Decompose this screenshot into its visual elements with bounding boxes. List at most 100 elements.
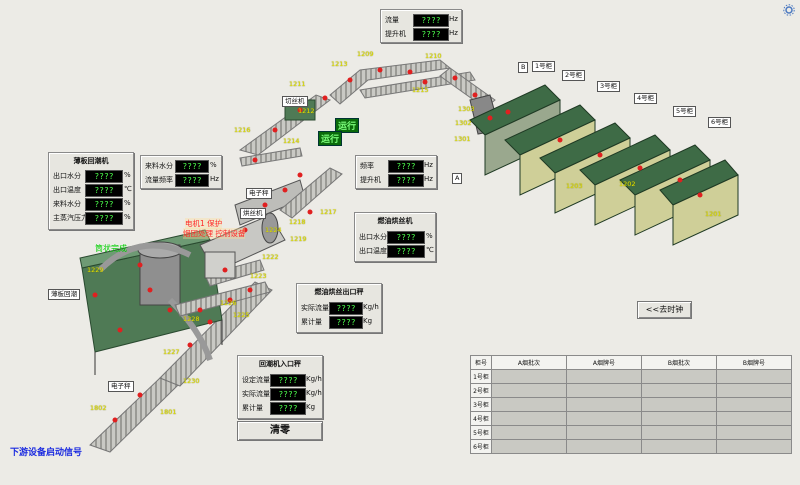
device-number: 1217 (320, 208, 337, 216)
weigher-label-2[interactable]: 电子秤 (108, 381, 134, 392)
device-number: 1219 (290, 235, 307, 243)
dryer-out-row-unit: Kg/h (363, 303, 379, 311)
silo-label-6[interactable]: 6号柜 (708, 117, 732, 128)
bottom-message: 下游设备启动信号 (10, 448, 83, 458)
silo-group (469, 84, 739, 246)
entry-row-label: 设定流量 (242, 376, 270, 384)
device-number: 1209 (357, 50, 374, 58)
table-cell (715, 425, 793, 440)
device-number: 1801 (160, 408, 177, 416)
table-row: 2号柜 (470, 383, 793, 398)
device-number: 1215 (412, 86, 429, 94)
fault-text-1: 电机1 保护 (185, 218, 223, 229)
clear-button[interactable]: 清零 (237, 421, 323, 441)
dryer-out-panel: 燃油烘丝出口秤 实际流量 ???? Kg/h 累计量 ???? Kg (296, 283, 382, 333)
moisten-label[interactable]: 薄板回潮 (48, 289, 80, 300)
table-row: 5号柜 (470, 425, 793, 440)
entry-row-value: ???? (270, 388, 306, 401)
silo-label-4[interactable]: 4号柜 (634, 93, 658, 104)
moistening-row-unit: % (124, 213, 131, 221)
device-number: 1229 (87, 266, 104, 274)
table-cell (491, 397, 567, 412)
table-row: 1号柜 (470, 369, 793, 384)
feed-row-value: ???? (175, 174, 209, 187)
table-cell (640, 397, 717, 412)
silo-label-2[interactable]: 2号柜 (562, 70, 586, 81)
dryer-out-row-value: ???? (329, 302, 363, 315)
device-number: 1222 (262, 253, 279, 261)
table-row: 6号柜 (470, 439, 793, 454)
moistening-row-unit: ℃ (124, 185, 132, 193)
table-cell (715, 383, 793, 398)
silk-cutter-label[interactable]: 切丝机 (282, 96, 308, 107)
dryer-out-row-value: ???? (329, 316, 363, 329)
device-number: 1223 (250, 272, 267, 280)
table-cell (565, 397, 642, 412)
entry-scale-panel: 回潮机入口秤 设定流量 ???? Kg/h 实际流量 ???? Kg/h 累计量… (237, 355, 323, 419)
gear-icon[interactable] (783, 4, 795, 16)
feed-row-label: 来料水分 (145, 162, 173, 170)
device-number: 1210 (425, 52, 442, 60)
table-cell (565, 383, 642, 398)
silo-label-3[interactable]: 3号柜 (597, 81, 621, 92)
frequency-row-label: 频率 (360, 162, 374, 170)
device-number: 1225 (233, 311, 250, 319)
moistening-row-value: ???? (85, 170, 123, 183)
table-header: B烟批次 (640, 355, 717, 370)
table-cell (491, 411, 567, 426)
moistening-panel-title: 薄板回潮机 (73, 157, 109, 165)
table-cell (715, 369, 793, 384)
dryer-row-unit: % (426, 232, 433, 240)
entry-row-unit: Kg/h (306, 375, 322, 383)
dryer-row-1: 出口温度 ???? ℃ (355, 244, 435, 258)
silo-label-1[interactable]: 1号柜 (532, 61, 556, 72)
feed-row-unit: Hz (210, 175, 219, 183)
table-cell: 6号柜 (470, 439, 492, 454)
conveyor-1228 (174, 281, 271, 317)
fault-text-2: 烟团处理 控制设备 (183, 228, 246, 239)
dryer-panel-title: 燃油烘丝机 (377, 217, 413, 225)
dryer-out-row-label: 累计量 (301, 318, 322, 326)
entry-row-label: 实际流量 (242, 390, 270, 398)
frequency-row-label: 提升机 (360, 176, 381, 184)
moistening-panel: 薄板回潮机 出口水分 ???? % 出口温度 ???? ℃ 来料水分 ???? … (48, 152, 134, 230)
moistening-row-0: 出口水分 ???? % (49, 169, 133, 183)
feed-row-0: 来料水分 ???? % (141, 159, 221, 173)
top-row-1: 提升机 ???? Hz (381, 27, 461, 41)
conveyor-1217 (279, 167, 343, 219)
table-header: A烟牌号 (565, 355, 642, 370)
table-cell (491, 383, 567, 398)
device-number: 1214 (283, 137, 300, 145)
dryer-label[interactable]: 烘丝机 (240, 208, 266, 219)
table-cell (565, 369, 642, 384)
table-header: 柜号 (470, 355, 492, 370)
table-cell (491, 439, 567, 454)
table-header-row: 柜号 A烟批次 A烟牌号 B烟批次 B烟牌号 (470, 355, 793, 370)
dryer-out-panel-title: 燃油烘丝出口秤 (314, 288, 364, 296)
top-row-label: 提升机 (385, 30, 406, 38)
device-number: 1303 (458, 105, 475, 113)
table-cell (565, 411, 642, 426)
moistening-row-value: ???? (85, 184, 123, 197)
table-cell: 2号柜 (470, 383, 492, 398)
weigher-label-1[interactable]: 电子秤 (246, 188, 272, 199)
device-number: 1203 (566, 182, 583, 190)
entry-row-1: 实际流量 ???? Kg/h (238, 387, 322, 401)
run-status-badge-1: 运行 (335, 118, 360, 133)
feed-row-label: 流量频率 (145, 176, 173, 184)
feed-row-unit: % (210, 161, 217, 169)
dryer-panel: 燃油烘丝机 出口水分 ???? % 出口温度 ???? ℃ (354, 212, 436, 262)
device-number: 1213 (331, 60, 348, 68)
entry-row-value: ???? (270, 374, 306, 387)
device-number: 1201 (705, 210, 722, 218)
table-cell (715, 397, 793, 412)
warm-text: 筒状完成 (95, 244, 127, 253)
table-cell: 5号柜 (470, 425, 492, 440)
moistening-row-unit: % (124, 171, 131, 179)
table-cell (640, 439, 717, 454)
silo-label-5[interactable]: 5号柜 (673, 106, 697, 117)
moistening-row-unit: % (124, 199, 131, 207)
moistening-row-3: 主蒸汽压力 ???? % (49, 211, 133, 225)
back-to-clock-button[interactable]: <<去时钟 (637, 301, 692, 319)
entry-row-value: ???? (270, 402, 306, 415)
